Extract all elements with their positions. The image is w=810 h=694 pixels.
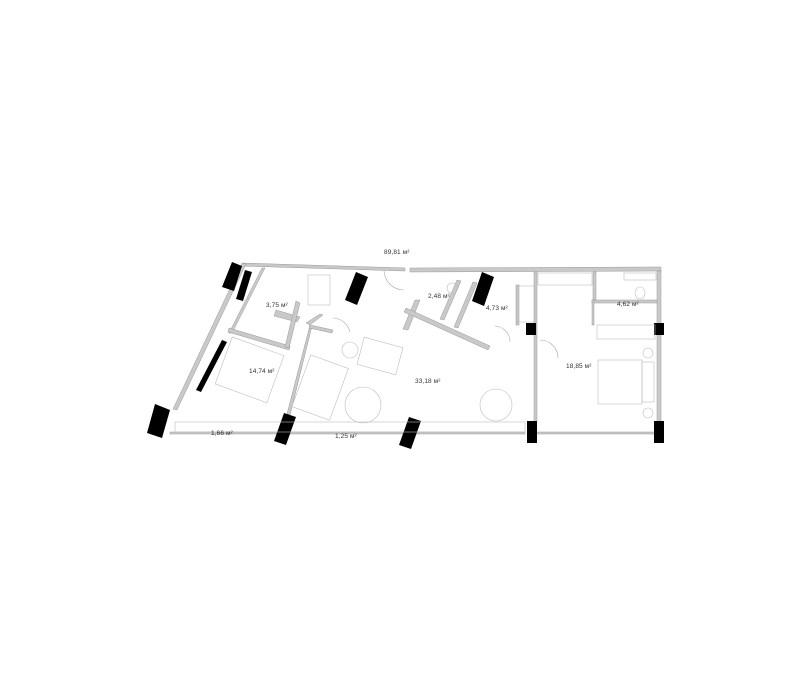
room-area-bedroom-right: 18,85 м² [566,363,592,370]
room-area-hall: 4,73 м² [486,305,508,312]
room-area-balcony-center: 1,25 м² [335,433,357,440]
room-area-balcony-left: 1,66 м² [211,430,233,437]
furniture [174,272,657,433]
structural-columns [147,262,664,449]
room-area-bathroom-right: 4,62 м² [617,301,639,308]
walls [169,262,662,435]
doors [332,269,559,359]
total-area-label: 89,81 м² [384,249,410,256]
room-area-bathroom-left: 3,75 м² [266,302,288,309]
room-area-bedroom-left: 14,74 м² [249,368,275,375]
room-area-wc: 2,48 м² [428,293,450,300]
room-area-living-kitchen: 33,18 м² [415,378,441,385]
